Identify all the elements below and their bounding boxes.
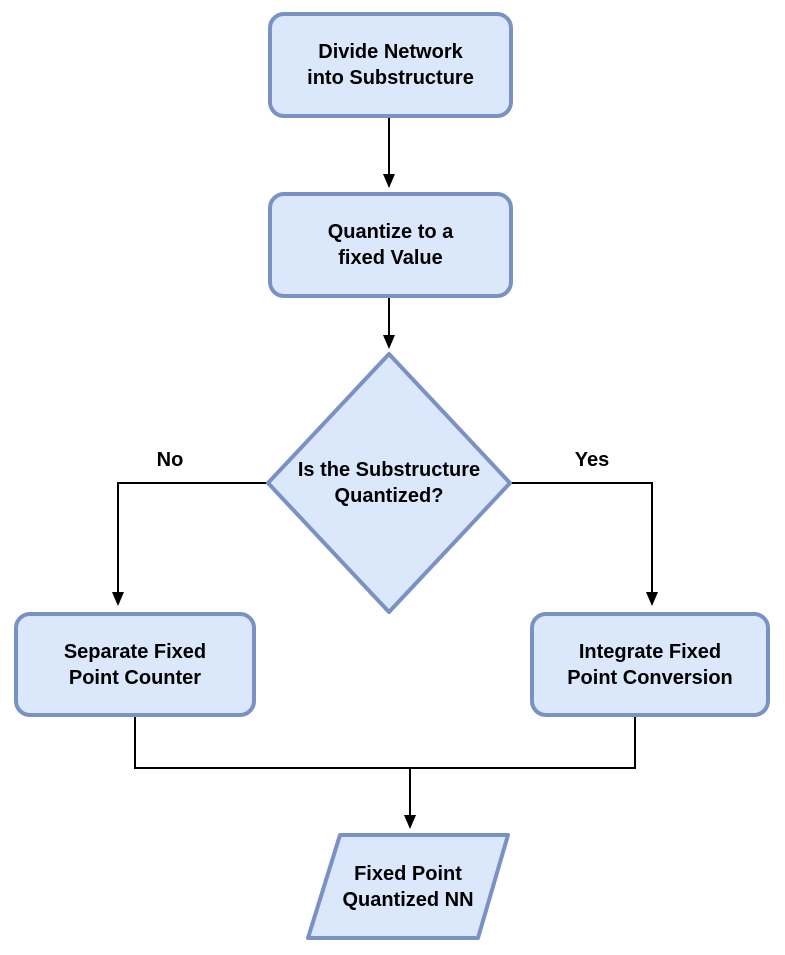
node-quantize-fixed-value: Quantize to a fixed Value (268, 192, 513, 298)
node-separate-fixed-point-counter: Separate Fixed Point Counter (14, 612, 256, 717)
node-output-label: Fixed Point Quantized NN (342, 862, 474, 911)
node-quantize-fixed-value-label: Quantize to a fixed Value (327, 221, 454, 269)
node-decision-substructure-quantized: Is the Substructure Quantized? (268, 354, 510, 612)
edge-merge-connector (134, 717, 636, 769)
edge-label-yes: Yes (574, 449, 610, 471)
node-integrate-fixed-point-conversion: Integrate Fixed Point Conversion (530, 612, 770, 717)
node-output-fixed-point-quantized-nn: Fixed Point Quantized NN (308, 835, 508, 938)
node-divide-network-label: Divide Network into Substructure (307, 41, 474, 89)
edge-decision-no-branch (112, 482, 268, 606)
node-divide-network: Divide Network into Substructure (268, 12, 513, 118)
edge-decision-yes-branch (510, 482, 658, 606)
edge-label-no: No (156, 449, 184, 471)
decision-diamond-shape (266, 352, 512, 614)
output-parallelogram-shape (306, 833, 510, 940)
node-separate-label: Separate Fixed Point Counter (63, 640, 207, 689)
node-decision-label: Is the Substructure Quantized? (297, 459, 481, 507)
node-integrate-label: Integrate Fixed Point Conversion (567, 640, 733, 689)
